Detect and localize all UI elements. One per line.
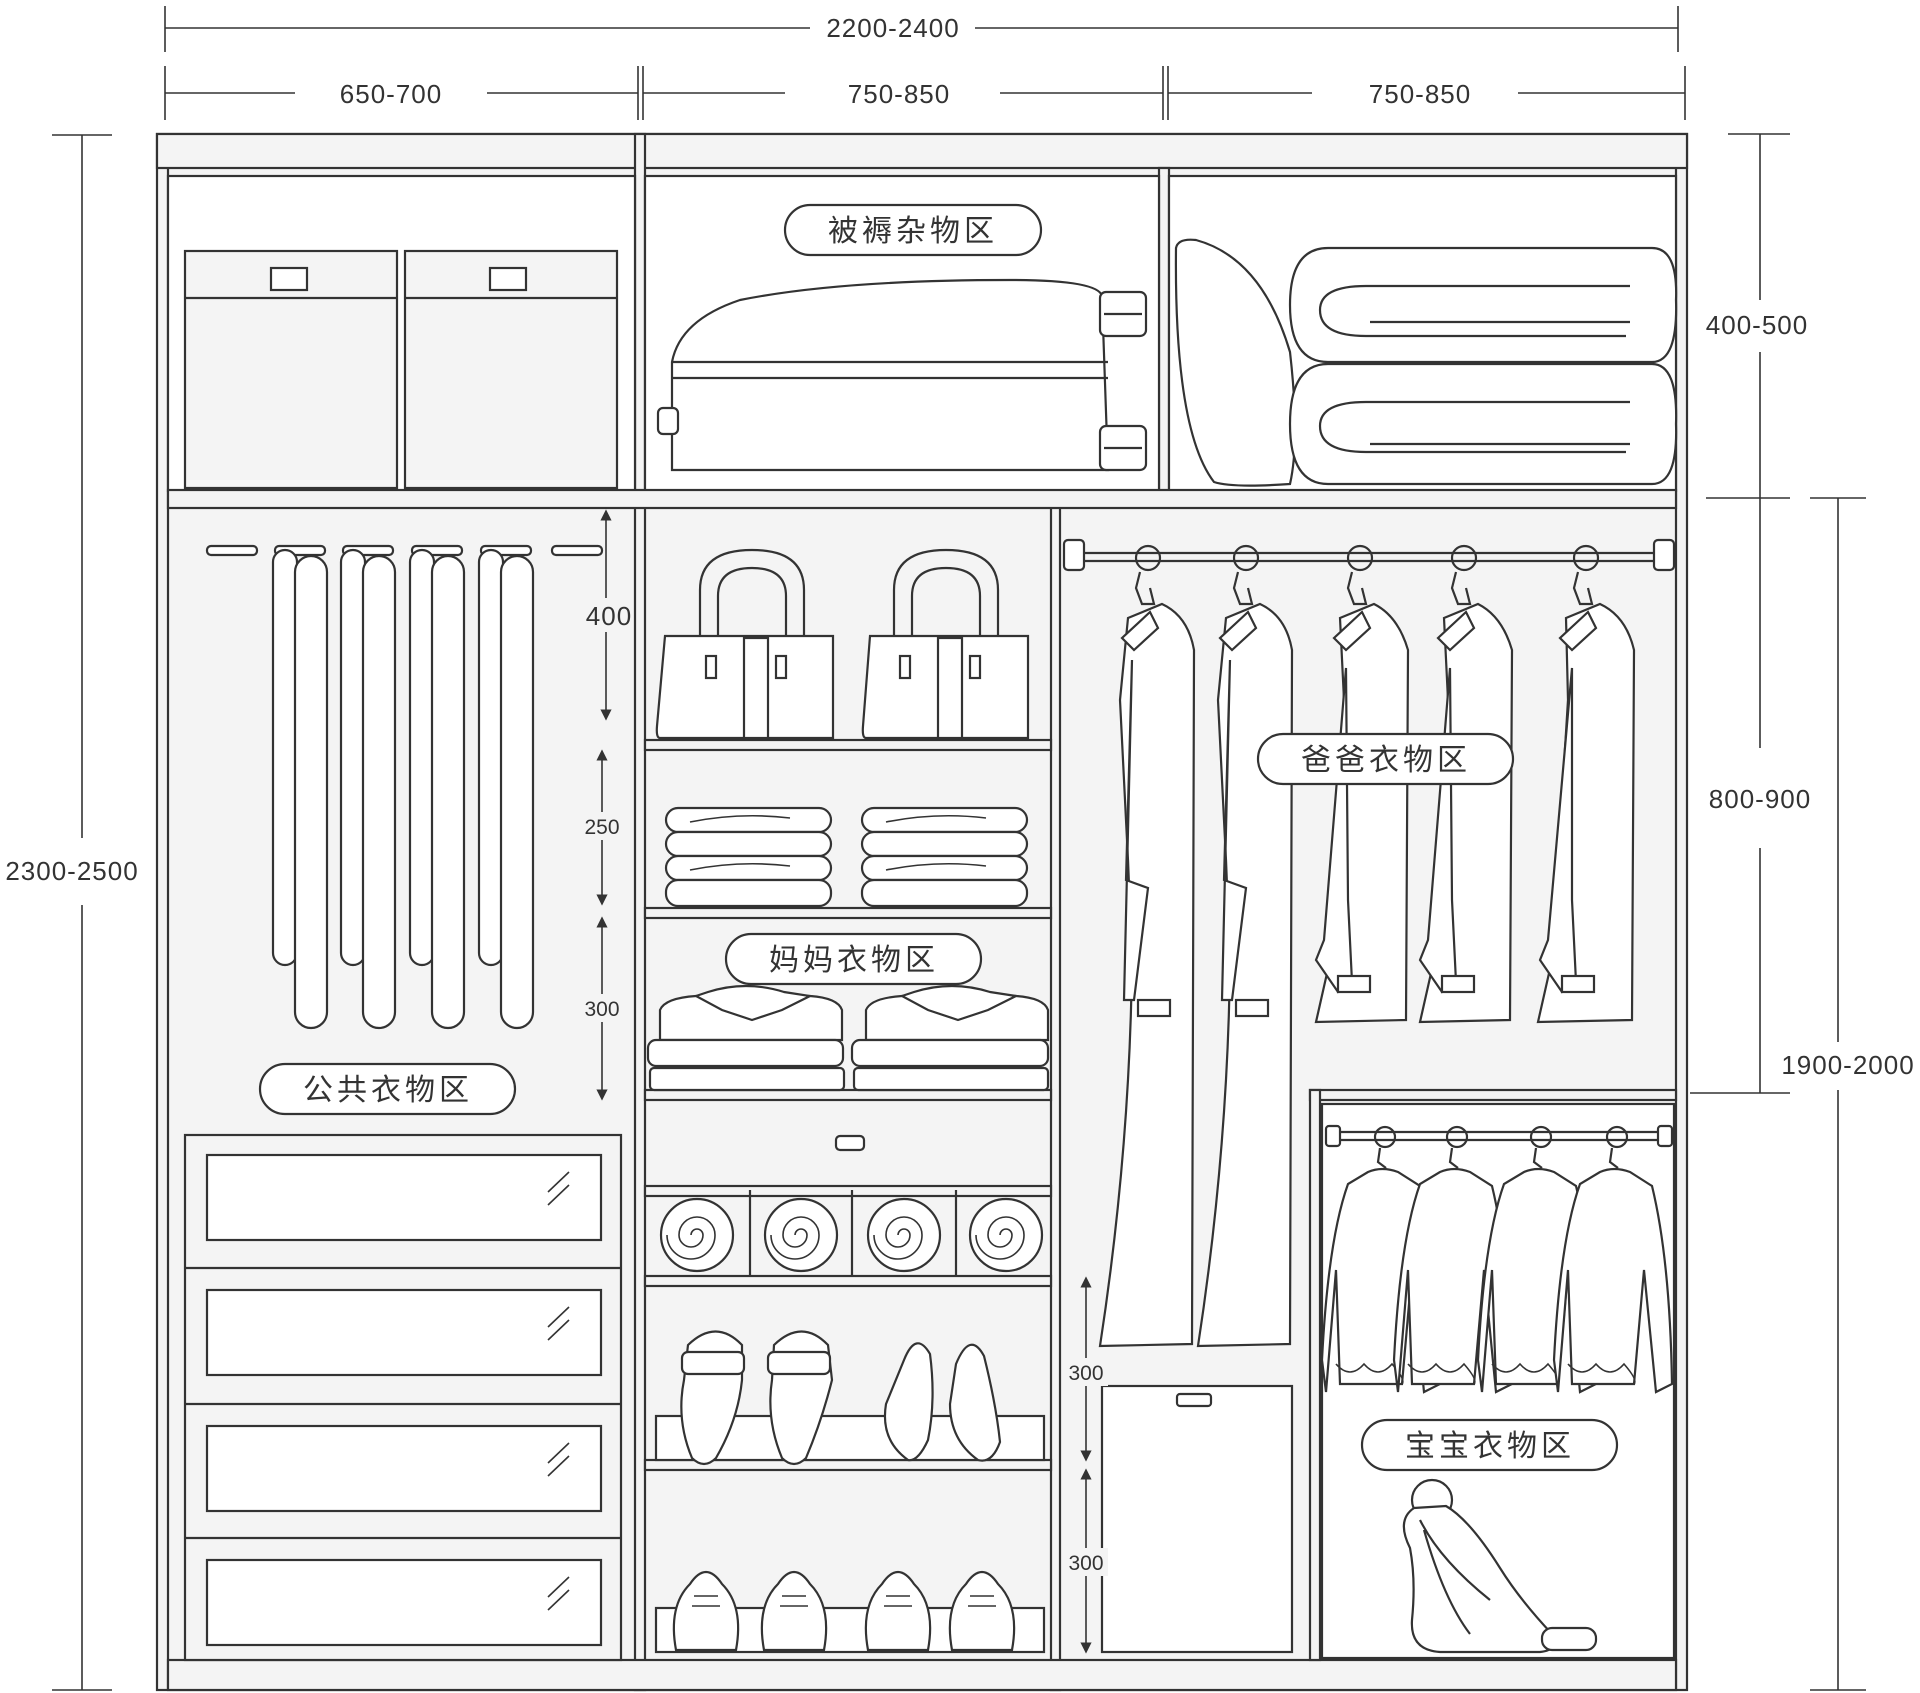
zone-label-bedding: 被褥杂物区 [783,203,1043,257]
sneakers-icon [654,1570,1046,1654]
label-total-height: 2300-2500 [5,856,138,886]
suitcase-icon [656,278,1148,472]
label-width-middle: 750-850 [848,79,950,109]
drawer-stack [183,1133,623,1662]
rolled-items-icon [659,1190,1044,1276]
label-top-compartment: 400-500 [1706,310,1808,340]
dimension-lower: 300 300 [1064,1276,1108,1654]
dimension-top-columns: 650-700 750-850 750-850 [164,66,1686,120]
label-upper-hanging: 800-900 [1709,784,1811,814]
label-total-width: 2200-2400 [826,13,959,43]
backpack-icon [1402,1478,1598,1654]
label-drawer-height: 300 [1068,1552,1103,1575]
folded-sweaters-icon [646,984,1050,1092]
label-shelf-folded: 250 [584,816,619,839]
zone-label-dad: 爸爸衣物区 [1256,732,1515,786]
label-width-left: 650-700 [340,79,442,109]
svg-text:爸爸衣物区: 爸爸衣物区 [1301,744,1471,777]
svg-text:被褥杂物区: 被褥杂物区 [828,215,998,248]
dimension-top-total: 2200-2400 [164,6,1679,52]
lower-storage-box [1100,1384,1294,1654]
label-lower-height: 1900-2000 [1781,1050,1914,1080]
handbag-icon [861,548,1030,740]
folded-clothes-icon [664,806,1029,908]
svg-text:公共衣物区: 公共衣物区 [303,1074,473,1107]
zone-label-baby: 宝宝衣物区 [1360,1418,1619,1472]
suit-jacket-icon [1536,544,1636,1024]
middle-shelves [643,738,1053,1472]
dimension-left-total: 2300-2500 [5,134,138,1691]
long-coat-icon [1196,544,1294,1348]
handbag-icon [655,548,835,740]
dimension-shelves: 400 250 300 [580,509,632,1101]
middle-drawer [834,1134,866,1152]
baby-dress-icon [1552,1125,1674,1394]
storage-boxes [183,249,619,490]
box-handle-icon [269,266,309,292]
box-handle-icon [488,266,528,292]
zone-label-mom: 妈妈衣物区 [724,932,983,986]
blanket-icon [1288,246,1678,486]
high-heels-icon [883,1342,1002,1462]
box-handle-icon [1175,1392,1213,1408]
svg-text:妈妈衣物区: 妈妈衣物区 [769,944,939,977]
hanging-rod-upper [1062,538,1676,572]
drawer-handle-icon [834,1134,866,1152]
dimension-right: 400-500 800-900 1900-2000 [1690,133,1914,1691]
pull-out-rack [205,544,604,1030]
long-coat-icon [1098,544,1196,1348]
zone-label-public: 公共衣物区 [258,1062,517,1116]
label-shelf-bag: 400 [586,601,632,631]
label-width-right: 750-850 [1369,79,1471,109]
label-shelf-sweaters: 300 [584,998,619,1021]
svg-text:宝宝衣物区: 宝宝衣物区 [1405,1430,1575,1463]
label-lower-gap: 300 [1068,1362,1103,1385]
